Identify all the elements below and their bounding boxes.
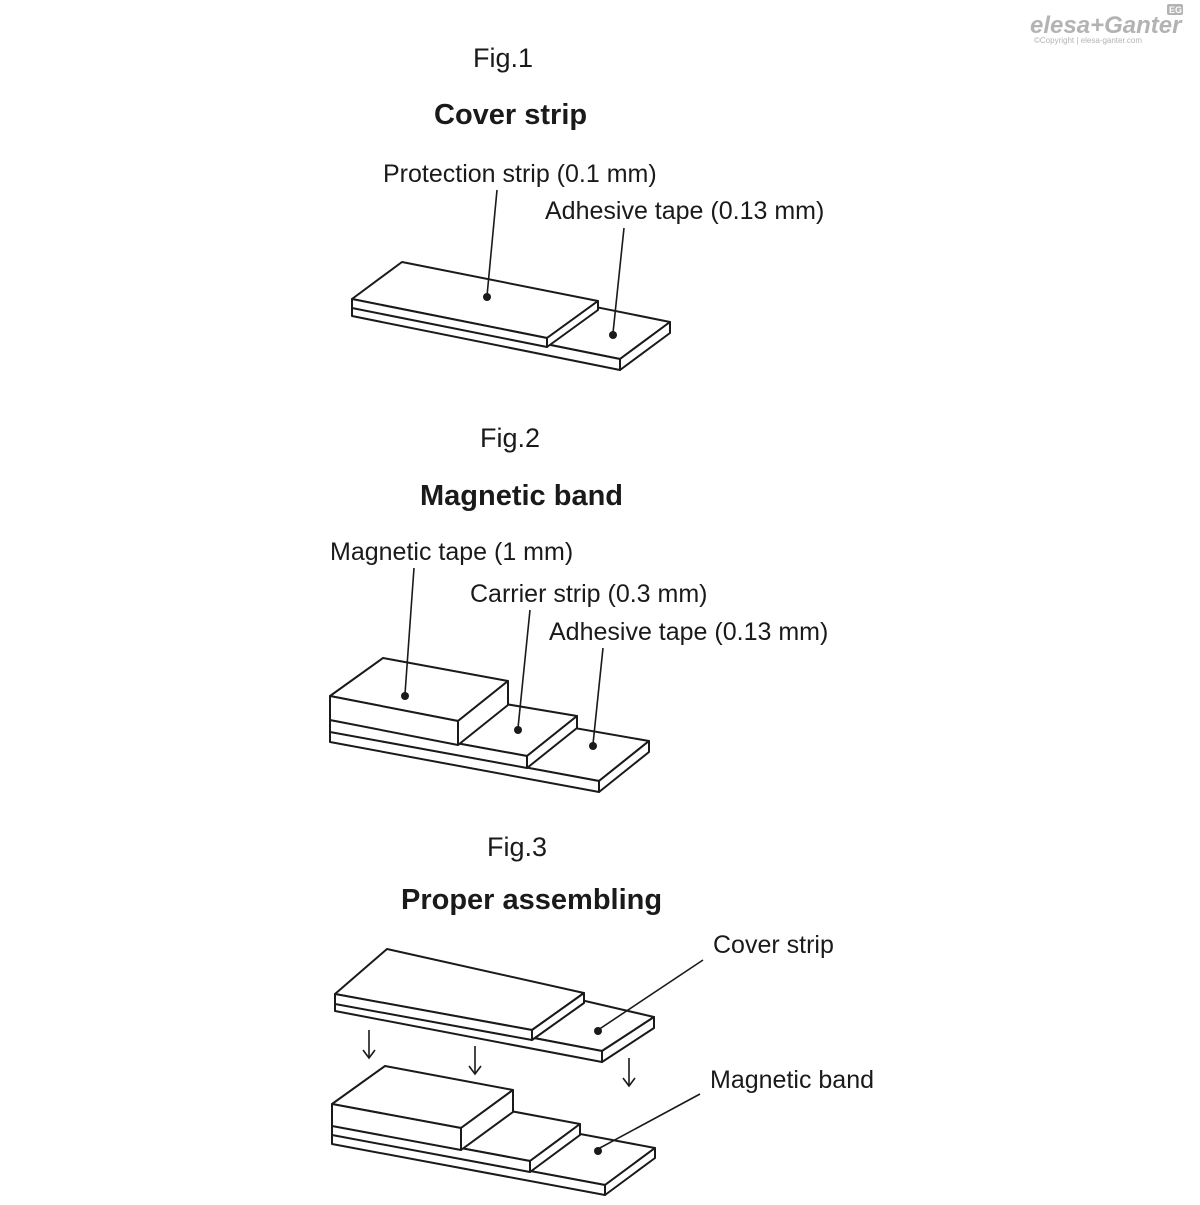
fig3-cover-dot: [594, 1027, 602, 1035]
fig1-protection-side: [546, 300, 599, 348]
fig3-assembly-arrows: [362, 1030, 636, 1088]
fig2-carrier-leader: [517, 609, 531, 729]
fig2-magnetic-band-drawing: [329, 657, 650, 793]
fig3-band-leader: [597, 1093, 701, 1150]
fig3-magnetic-band-label: Magnetic band: [710, 1066, 874, 1094]
fig2-title: Magnetic band: [420, 480, 623, 512]
fig1-adhesive-dot: [609, 331, 617, 339]
logo-copyright-text: ©Copyright | elesa-ganter.com: [1034, 36, 1142, 45]
fig2-carrier-dot: [514, 726, 522, 734]
down-arrow-icon: [362, 1030, 376, 1060]
fig3-band-magnetic-side: [460, 1089, 514, 1151]
figure-3: Fig.3 Proper assembling: [331, 832, 874, 1196]
fig1-protection-strip-label: Protection strip (0.1 mm): [383, 160, 657, 188]
fig3-band-adhesive-side: [604, 1147, 656, 1196]
down-arrow-icon: [622, 1058, 636, 1088]
fig2-label: Fig.2: [480, 423, 540, 453]
fig1-adhesive-tape-label: Adhesive tape (0.13 mm): [545, 197, 824, 225]
figure-1: Fig.1 Cover strip Protection strip (0.1 …: [351, 43, 824, 371]
fig1-protection-dot: [483, 293, 491, 301]
fig3-cover-adhesive-side: [601, 1016, 655, 1063]
fig3-cover-leader: [597, 959, 704, 1031]
fig1-cover-strip-drawing: [351, 261, 671, 371]
fig2-magnetic-leader: [404, 567, 415, 695]
fig3-band-dot: [594, 1147, 602, 1155]
fig2-adhesive-side: [598, 740, 650, 793]
logo-badge-text: EG: [1169, 5, 1182, 15]
fig2-carrier-strip-label: Carrier strip (0.3 mm): [470, 580, 708, 608]
fig1-adhesive-side: [619, 321, 671, 371]
fig2-magnetic-dot: [401, 692, 409, 700]
figure-2: Fig.2 Magnetic band Magnetic tape (1 mm)…: [329, 423, 828, 793]
fig3-cover-strip-label: Cover strip: [713, 931, 834, 959]
fig3-band-carrier-side: [529, 1123, 581, 1173]
fig2-magnetic-tape-label: Magnetic tape (1 mm): [330, 538, 573, 566]
fig1-title: Cover strip: [434, 99, 587, 131]
logo-brand-text: elesa+Ganter: [1030, 12, 1183, 39]
fig1-label: Fig.1: [473, 43, 533, 73]
down-arrow-icon: [468, 1046, 482, 1076]
fig3-title: Proper assembling: [401, 884, 662, 916]
fig2-magnetic-side: [457, 680, 509, 746]
fig2-adhesive-dot: [589, 742, 597, 750]
fig2-adhesive-tape-label: Adhesive tape (0.13 mm): [549, 618, 828, 646]
fig2-carrier-side: [526, 715, 578, 769]
fig1-adhesive-leader: [612, 227, 625, 334]
fig3-cover-strip-drawing: [334, 948, 655, 1063]
fig2-adhesive-leader: [592, 647, 604, 745]
logo-badge: [1167, 4, 1183, 15]
brand-logo: elesa+Ganter ©Copyright | elesa-ganter.c…: [1030, 4, 1183, 45]
fig1-protection-leader: [486, 189, 498, 297]
fig3-magnetic-band-drawing: [331, 1065, 656, 1196]
fig3-label: Fig.3: [487, 832, 547, 862]
fig3-cover-protection-side: [531, 992, 585, 1041]
